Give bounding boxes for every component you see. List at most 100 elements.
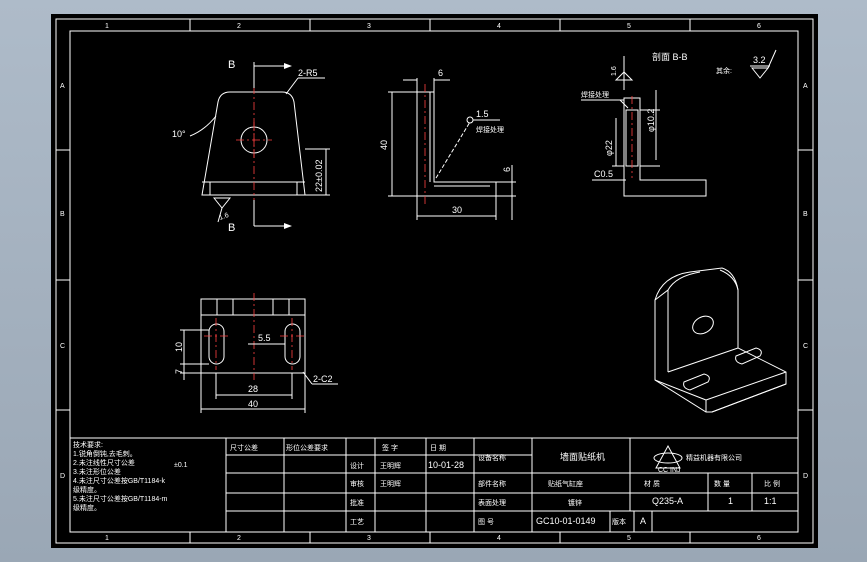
- tb-assembly-label: 部件名称: [478, 479, 506, 488]
- border-right-c: C: [803, 343, 808, 350]
- border-left-b: B: [60, 211, 65, 218]
- tb-quantity: 1: [728, 496, 733, 506]
- plan-chamfer: 2-C2: [313, 374, 333, 384]
- tb-date-label: 日 期: [430, 444, 446, 452]
- border-top-1: 1: [105, 23, 109, 30]
- tech-notes: 技术要求: 1.锐角倒钝,去毛刺。 2.未注线性尺寸公差 3.未注形位公差 4.…: [73, 440, 188, 512]
- tech-note-line-1: 1.锐角倒钝,去毛刺。: [73, 449, 137, 458]
- border-right-d: D: [803, 473, 808, 480]
- section-weld-label: 焊接处理: [581, 90, 609, 99]
- tech-notes-title: 技术要求:: [73, 440, 103, 449]
- fillet-label: 2-R5: [298, 68, 318, 78]
- front-view-outline: [201, 91, 306, 196]
- plan-dim-40: 40: [248, 399, 258, 409]
- tb-material-label: 材 质: [644, 479, 660, 488]
- inner-frame: [69, 30, 799, 533]
- angle-label: 10°: [172, 129, 186, 139]
- border-left-a: A: [60, 83, 65, 90]
- side-base-length: 30: [452, 205, 462, 215]
- tb-company: 精益机器有限公司: [686, 453, 742, 462]
- plan-dim-7: 7: [174, 369, 184, 374]
- tb-version-value: A: [640, 516, 646, 526]
- section-view: 剖面 B-B 1.6 焊接处理 φ10.2 φ22 C0.5: [581, 51, 707, 197]
- plan-slot-left: [208, 323, 225, 365]
- tb-sign-label: 签 字: [382, 443, 398, 452]
- border-top-4: 4: [497, 23, 501, 30]
- border-bottom-2: 2: [237, 535, 241, 542]
- border-left-d: D: [60, 473, 65, 480]
- tech-note-line-3: 3.未注形位公差: [73, 467, 121, 476]
- border-bottom-6: 6: [757, 535, 761, 542]
- tb-surface-value: 镀锌: [568, 498, 582, 507]
- section-dim-d10: φ10.2: [646, 109, 656, 132]
- border-top-6: 6: [757, 23, 761, 30]
- side-thickness-top: 6: [438, 68, 443, 78]
- tb-version-label: 版本: [612, 517, 626, 526]
- front-view: B B 2-R5 10° 22±0.02 1.6: [172, 59, 330, 234]
- company-logo: CC INJ: [653, 444, 683, 474]
- weld-fillet: 1.5: [476, 109, 489, 119]
- tb-quantity-label: 数 量: [714, 479, 730, 488]
- border-tick-marks: [56, 19, 813, 543]
- front-roughness: 1.6: [218, 212, 230, 222]
- roughness-remainder: 其余: 3.2: [716, 49, 777, 79]
- tb-check-name: 王明辉: [380, 480, 401, 488]
- section-roughness: 1.6: [611, 66, 618, 76]
- section-letter-bottom: B: [228, 222, 235, 234]
- plan-view-outline: [200, 298, 306, 374]
- tech-note-tolerance: ±0.1: [174, 462, 188, 469]
- tech-note-line-5: 级精度。: [73, 485, 101, 494]
- logo-text: CC INJ: [658, 467, 681, 474]
- roughness-remainder-label: 其余:: [716, 66, 732, 75]
- roughness-remainder-value: 3.2: [753, 55, 766, 65]
- border-bottom-1: 1: [105, 535, 109, 542]
- side-view: 6 40 1.5 焊接处理 6 30: [379, 68, 516, 220]
- tb-header-fit: 形位公差要求: [286, 443, 328, 452]
- side-base-thickness: 6: [502, 167, 512, 172]
- tb-drawing-no: GC10-01-0149: [536, 516, 596, 526]
- tb-scale-label: 比 例: [764, 479, 780, 488]
- section-hatch: [623, 97, 707, 197]
- tech-note-line-2: 2.未注线性尺寸公差: [73, 458, 135, 467]
- tech-note-line-7: 级精度。: [73, 503, 101, 512]
- tech-note-line-6: 5.未注尺寸公差按GB/T1184-m: [73, 494, 168, 503]
- plan-view: 10 7 5.5 28 40 2-C2: [174, 293, 338, 413]
- tb-device-name: 墙面贴纸机: [560, 451, 605, 462]
- plan-dim-28: 28: [248, 384, 258, 394]
- isometric-view: [654, 267, 787, 413]
- section-title: 剖面 B-B: [652, 51, 688, 62]
- border-right-b: B: [803, 211, 808, 218]
- border-right-a: A: [803, 83, 808, 90]
- plan-dim-10: 10: [174, 342, 184, 352]
- tb-scale: 1:1: [764, 496, 777, 506]
- title-block: 尺寸公差 形位公差要求 签 字 日 期 设计 王明辉 10-01-28 审核 王…: [230, 443, 780, 526]
- title-block-grid: [70, 437, 798, 532]
- weld-note: 焊接处理: [476, 125, 504, 134]
- tb-date-value: 10-01-28: [428, 460, 464, 470]
- section-letter-top: B: [228, 59, 235, 71]
- tb-approve-label: 批准: [350, 498, 364, 507]
- border-bottom-5: 5: [627, 535, 631, 542]
- tb-surface-label: 表面处理: [478, 498, 506, 507]
- section-chamfer: C0.5: [594, 169, 613, 179]
- tb-craft-label: 工艺: [350, 518, 364, 526]
- front-height-dim: 22±0.02: [314, 160, 324, 192]
- tb-assembly-name: 贴纸气缸座: [548, 479, 583, 488]
- tb-device-name-label: 设备名称: [478, 453, 506, 462]
- border-bottom-4: 4: [497, 535, 501, 542]
- outer-border: [55, 18, 814, 544]
- tb-material: Q235-A: [652, 496, 683, 506]
- side-height-dim: 40: [379, 140, 389, 150]
- border-top-2: 2: [237, 23, 241, 30]
- border-top-3: 3: [367, 23, 371, 30]
- plan-dim-55: 5.5: [258, 333, 271, 343]
- tb-design-label: 设计: [350, 461, 364, 470]
- tb-design-name: 王明辉: [380, 462, 401, 470]
- section-dim-d22: φ22: [604, 140, 614, 156]
- border-left-c: C: [60, 343, 65, 350]
- tb-header-size: 尺寸公差: [230, 443, 258, 452]
- border-bottom-3: 3: [367, 535, 371, 542]
- tech-note-line-4: 4.未注尺寸公差按GB/T1184-k: [73, 476, 166, 485]
